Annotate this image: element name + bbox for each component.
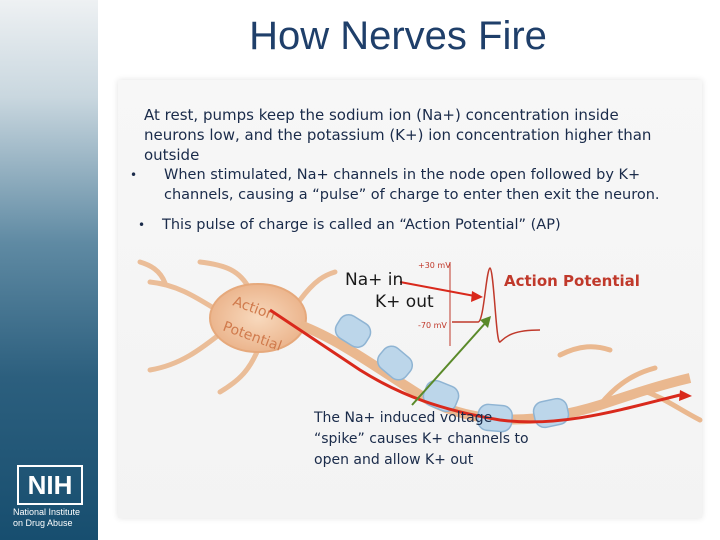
action-potential-label: Action Potential xyxy=(504,272,640,290)
nih-institute-name: National Institute on Drug Abuse xyxy=(13,507,93,529)
nih-line1: National Institute xyxy=(13,507,93,518)
voltage-bottom-label: -70 mV xyxy=(418,321,447,330)
nih-mark: NIH xyxy=(17,465,83,505)
intro-paragraph: At rest, pumps keep the sodium ion (Na+)… xyxy=(144,105,674,165)
spike-note: The Na+ induced voltage “spike” causes K… xyxy=(314,408,534,471)
nih-line2: on Drug Abuse xyxy=(13,518,93,529)
na-in-label: Na+ in xyxy=(345,270,403,290)
nih-logo: NIH National Institute on Drug Abuse xyxy=(13,465,85,535)
bullet-text: This pulse of charge is called an “Actio… xyxy=(162,215,682,235)
bullet-text: When stimulated, Na+ channels in the nod… xyxy=(164,165,684,205)
slide-title: How Nerves Fire xyxy=(98,14,698,59)
voltage-top-label: +30 mV xyxy=(418,261,451,270)
left-color-band xyxy=(0,0,98,540)
bullet-marker: • xyxy=(130,165,137,185)
bullet-marker: • xyxy=(138,215,145,235)
k-out-label: K+ out xyxy=(375,292,434,312)
